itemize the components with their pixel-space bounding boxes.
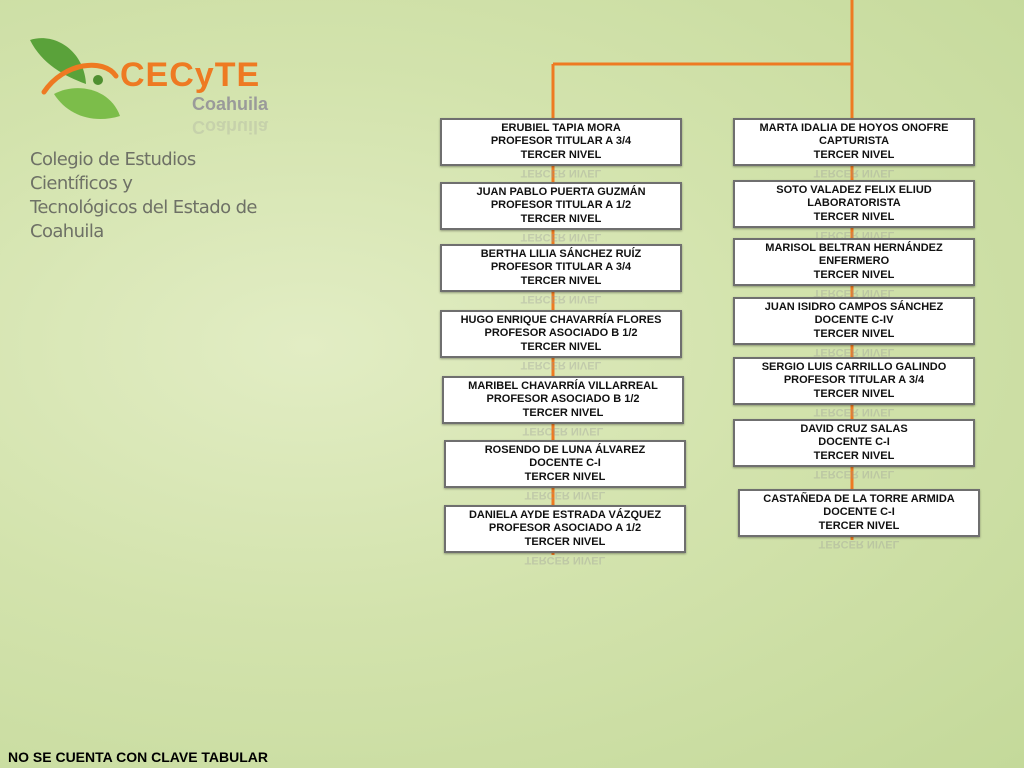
node-level: TERCER NIVEL	[524, 470, 606, 483]
node-level: TERCER NIVEL	[813, 387, 895, 400]
brand-region: Coahuila	[192, 94, 269, 114]
node-level-reflection: TERCER NIVEL	[818, 538, 900, 550]
node-level: TERCER NIVEL	[520, 274, 602, 287]
node-name: MARISOL BELTRAN HERNÁNDEZ	[765, 241, 943, 254]
node-name: CASTAÑEDA DE LA TORRE ARMIDA	[763, 492, 955, 505]
node-position: LABORATORISTA	[807, 197, 901, 210]
node-name: DAVID CRUZ SALAS	[800, 422, 908, 435]
node-level: TERCER NIVEL	[813, 268, 895, 281]
node-position: DOCENTE C-IV	[814, 314, 894, 327]
node-position: PROFESOR TITULAR A 3/4	[490, 135, 632, 148]
node-level-reflection: TERCER NIVEL	[813, 167, 895, 179]
node-name: JUAN PABLO PUERTA GUZMÁN	[476, 185, 646, 198]
node-level-reflection: TERCER NIVEL	[524, 489, 606, 501]
leaf-logo-icon	[30, 38, 120, 120]
node-position: PROFESOR ASOCIADO B 1/2	[486, 393, 640, 406]
node-level-reflection: TERCER NIVEL	[520, 231, 602, 243]
node-level-reflection: TERCER NIVEL	[522, 425, 604, 437]
node-position: PROFESOR TITULAR A 1/2	[490, 199, 632, 212]
node-position: CAPTURISTA	[818, 135, 890, 148]
node-name: BERTHA LILIA SÁNCHEZ RUÍZ	[480, 247, 642, 260]
footer-note: NO SE CUENTA CON CLAVE TABULAR	[8, 749, 269, 765]
node-level-reflection: TERCER NIVEL	[520, 359, 602, 371]
node-name: JUAN ISIDRO CAMPOS SÁNCHEZ	[764, 300, 944, 313]
node-position: PROFESOR TITULAR A 3/4	[490, 261, 632, 274]
node-level: TERCER NIVEL	[813, 449, 895, 462]
institution-line-1: Colegio de Estudios Científicos y	[30, 149, 196, 194]
node-level: TERCER NIVEL	[520, 340, 602, 353]
node-name: SOTO VALADEZ FELIX ELIUD	[776, 183, 932, 196]
node-position: PROFESOR ASOCIADO B 1/2	[484, 327, 638, 340]
node-position: DOCENTE C-I	[823, 506, 895, 519]
node-position: PROFESOR TITULAR A 3/4	[783, 374, 925, 387]
node-level: TERCER NIVEL	[524, 535, 606, 548]
node-level-reflection: TERCER NIVEL	[524, 554, 606, 566]
node-name: ROSENDO DE LUNA ÁLVAREZ	[484, 443, 646, 456]
node-name: HUGO ENRIQUE CHAVARRÍA FLORES	[460, 313, 662, 326]
brand-name: CECyTE	[120, 56, 261, 94]
node-level: TERCER NIVEL	[522, 406, 604, 419]
node-level-reflection: TERCER NIVEL	[813, 468, 895, 480]
institution-name: Colegio de Estudios Científicos y Tecnol…	[30, 148, 270, 244]
node-position: PROFESOR ASOCIADO A 1/2	[488, 522, 642, 535]
node-name: SERGIO LUIS CARRILLO GALINDO	[761, 360, 947, 373]
node-level-reflection: TERCER NIVEL	[520, 167, 602, 179]
node-name: MARIBEL CHAVARRÍA VILLARREAL	[468, 379, 658, 392]
node-level: TERCER NIVEL	[813, 148, 895, 161]
node-level: TERCER NIVEL	[813, 327, 895, 340]
node-level: TERCER NIVEL	[520, 212, 602, 225]
institution-line-2: Tecnológicos del Estado de Coahuila	[30, 197, 258, 242]
node-level: TERCER NIVEL	[818, 519, 900, 532]
node-name: DANIELA AYDE ESTRADA VÁZQUEZ	[468, 508, 662, 521]
node-level-reflection: TERCER NIVEL	[813, 406, 895, 418]
node-name: ERUBIEL TAPIA MORA	[501, 121, 621, 134]
node-name: MARTA IDALIA DE HOYOS ONOFRE	[759, 121, 949, 134]
node-level: TERCER NIVEL	[813, 210, 895, 223]
cecyte-logo	[24, 32, 274, 202]
node-level: TERCER NIVEL	[520, 148, 602, 161]
node-position: DOCENTE C-I	[818, 436, 890, 449]
node-level-reflection: TERCER NIVEL	[520, 293, 602, 305]
node-position: ENFERMERO	[818, 255, 890, 268]
node-position: DOCENTE C-I	[529, 457, 601, 470]
